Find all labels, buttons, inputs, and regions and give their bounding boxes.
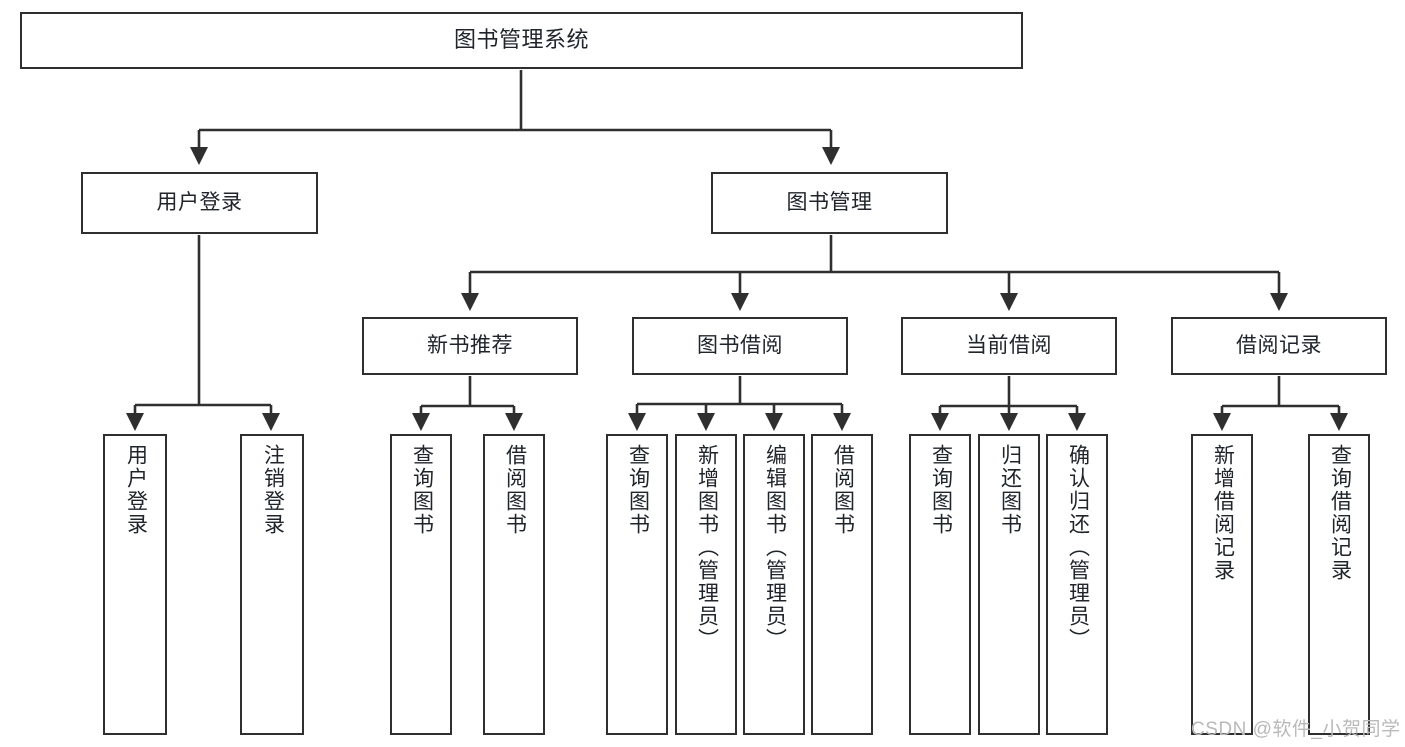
node-user-login[interactable]: 用户登录 (81, 172, 318, 234)
leaf-borrow-book-new-recommend[interactable]: 借阅图书 (483, 434, 545, 735)
node-label: 确认归还（管理员） (1066, 444, 1090, 651)
node-label: 查询图书 (410, 444, 434, 536)
node-current-borrow[interactable]: 当前借阅 (901, 317, 1117, 375)
leaf-borrow-book-borrow[interactable]: 借阅图书 (811, 434, 873, 735)
leaf-return-book[interactable]: 归还图书 (978, 434, 1040, 735)
node-label: 查询借阅记录 (1328, 444, 1352, 582)
watermark-text: CSDN @软件_小贺同学 (1191, 719, 1401, 740)
leaf-add-borrow-record[interactable]: 新增借阅记录 (1191, 434, 1253, 735)
node-label: 查询图书 (626, 444, 650, 536)
leaf-confirm-return-admin[interactable]: 确认归还（管理员） (1046, 434, 1108, 735)
leaf-logout-login[interactable]: 注销登录 (240, 434, 304, 735)
node-label: 图书管理系统 (453, 27, 589, 53)
node-new-book-recommend[interactable]: 新书推荐 (362, 317, 578, 375)
node-label: 用户登录 (124, 444, 148, 536)
node-label: 注销登录 (261, 444, 285, 536)
node-book-borrow[interactable]: 图书借阅 (632, 317, 848, 375)
node-book-management[interactable]: 图书管理 (711, 172, 948, 234)
node-label: 图书借阅 (697, 334, 783, 358)
node-label: 用户登录 (156, 191, 243, 215)
node-label: 查询图书 (929, 444, 953, 536)
leaf-add-book-admin[interactable]: 新增图书（管理员） (675, 434, 737, 735)
leaf-query-borrow-record[interactable]: 查询借阅记录 (1308, 434, 1370, 735)
node-label: 借阅图书 (503, 444, 527, 536)
leaf-query-book-current[interactable]: 查询图书 (909, 434, 971, 735)
node-label: 当前借阅 (966, 334, 1052, 358)
node-label: 借阅记录 (1236, 334, 1322, 358)
node-label: 新增借阅记录 (1211, 444, 1235, 582)
leaf-edit-book-admin[interactable]: 编辑图书（管理员） (743, 434, 805, 735)
node-label: 新增图书（管理员） (695, 444, 719, 651)
node-label: 新书推荐 (427, 334, 513, 358)
node-label: 归还图书 (998, 444, 1022, 536)
node-root-book-management-system[interactable]: 图书管理系统 (20, 12, 1023, 69)
node-label: 编辑图书（管理员） (763, 444, 787, 651)
leaf-user-login[interactable]: 用户登录 (103, 434, 167, 735)
node-label: 图书管理 (786, 191, 873, 215)
node-label: 借阅图书 (831, 444, 855, 536)
leaf-query-book-borrow[interactable]: 查询图书 (606, 434, 668, 735)
node-borrow-record[interactable]: 借阅记录 (1171, 317, 1387, 375)
leaf-query-book-new-recommend[interactable]: 查询图书 (390, 434, 452, 735)
